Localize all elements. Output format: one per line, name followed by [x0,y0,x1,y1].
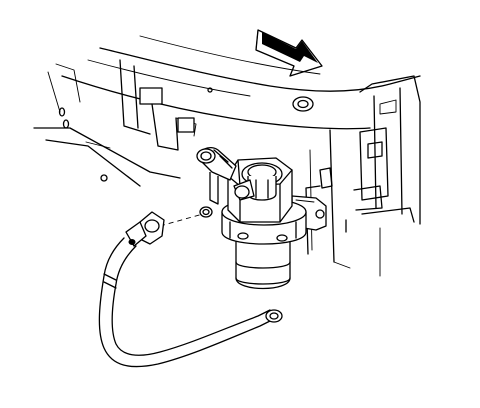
hose-connector [125,206,213,247]
hose [98,237,283,368]
direction-arrow-icon [255,29,323,77]
body-panel-structure [33,35,421,277]
canister-assembly [196,146,307,290]
